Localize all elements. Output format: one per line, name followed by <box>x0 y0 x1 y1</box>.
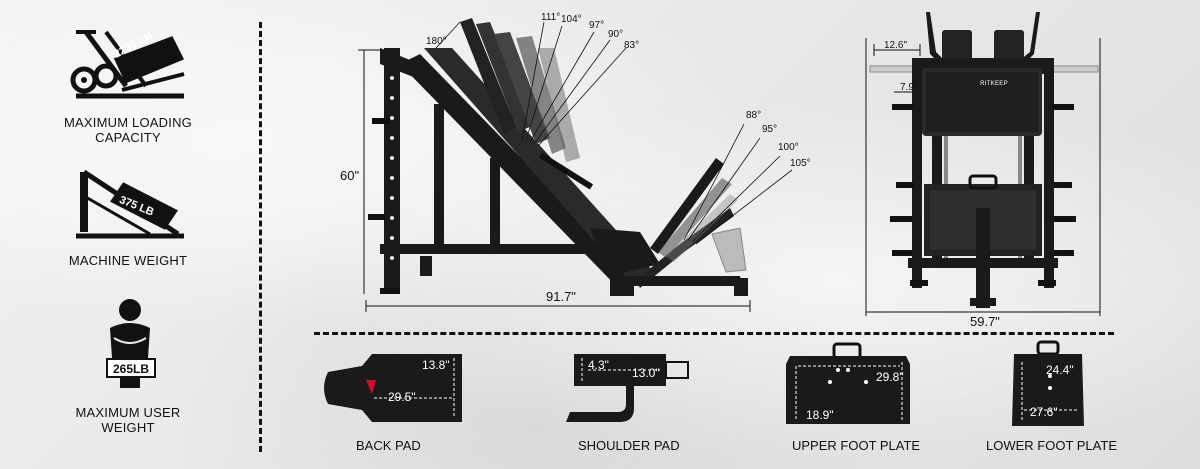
angle-label-100: 100° <box>778 142 799 153</box>
shoulder-pad-height-dim: 4.3" <box>588 358 609 372</box>
side-length-label: 91.7" <box>546 289 576 304</box>
angle-label-105: 105° <box>790 158 811 169</box>
back-pad-width-dim: 13.8" <box>422 358 450 372</box>
upper-foot-plate-width-dim: 29.8" <box>876 370 904 384</box>
front-view-machine <box>858 8 1108 324</box>
angle-label-90: 90° <box>608 29 624 40</box>
angle-label-180: 180° <box>426 36 447 47</box>
stat-label-machine-weight: MACHINE WEIGHT <box>68 253 188 268</box>
stat-label-user-weight: MAXIMUM USER WEIGHT <box>75 405 181 435</box>
back-pad-image <box>318 354 462 422</box>
front-width-label: 59.7" <box>970 314 1000 329</box>
angle-label-88: 88° <box>746 110 762 121</box>
stat-label-capacity: MAXIMUM LOADING CAPACITY <box>64 115 192 145</box>
part-label-lower-foot-plate: LOWER FOOT PLATE <box>986 438 1117 453</box>
lower-foot-plate-image <box>1010 340 1086 430</box>
machine-weight-icon <box>70 166 188 244</box>
side-height-label: 60" <box>340 168 360 183</box>
user-weight-badge: 265LB <box>106 358 156 378</box>
angle-label-111: 111° <box>541 12 561 23</box>
upper-foot-plate-height-dim: 18.9" <box>806 408 834 422</box>
back-pad-length-dim: 29.5" <box>388 390 416 404</box>
angle-label-95: 95° <box>762 124 778 135</box>
press-capacity-icon <box>66 24 190 104</box>
horizontal-divider <box>314 332 1114 335</box>
part-label-back-pad: BACK PAD <box>356 438 421 453</box>
lower-foot-plate-width-dim: 27.6" <box>1030 405 1058 419</box>
front-handle-width-label: 12.6" <box>884 40 908 51</box>
lower-foot-plate-height-dim: 24.4" <box>1046 363 1074 377</box>
front-handle-offset-label: 7.9" <box>900 82 918 93</box>
front-brand-logo: RITKEEP <box>974 72 1014 90</box>
part-label-shoulder-pad: SHOULDER PAD <box>578 438 680 453</box>
shoulder-pad-length-dim: 13.0" <box>632 366 660 380</box>
angle-label-104: 104° <box>561 14 582 25</box>
upper-foot-plate-image <box>784 342 912 428</box>
side-view-machine <box>340 8 820 318</box>
part-label-upper-foot-plate: UPPER FOOT PLATE <box>792 438 921 453</box>
shoulder-pad-image <box>560 354 692 426</box>
angle-label-83: 83° <box>624 40 640 51</box>
angle-label-97: 97° <box>589 20 605 31</box>
user-weight-badge-text: 265LB <box>112 362 150 376</box>
vertical-divider <box>259 22 262 452</box>
front-brand-logo-text: RITKEEP <box>980 81 1008 87</box>
